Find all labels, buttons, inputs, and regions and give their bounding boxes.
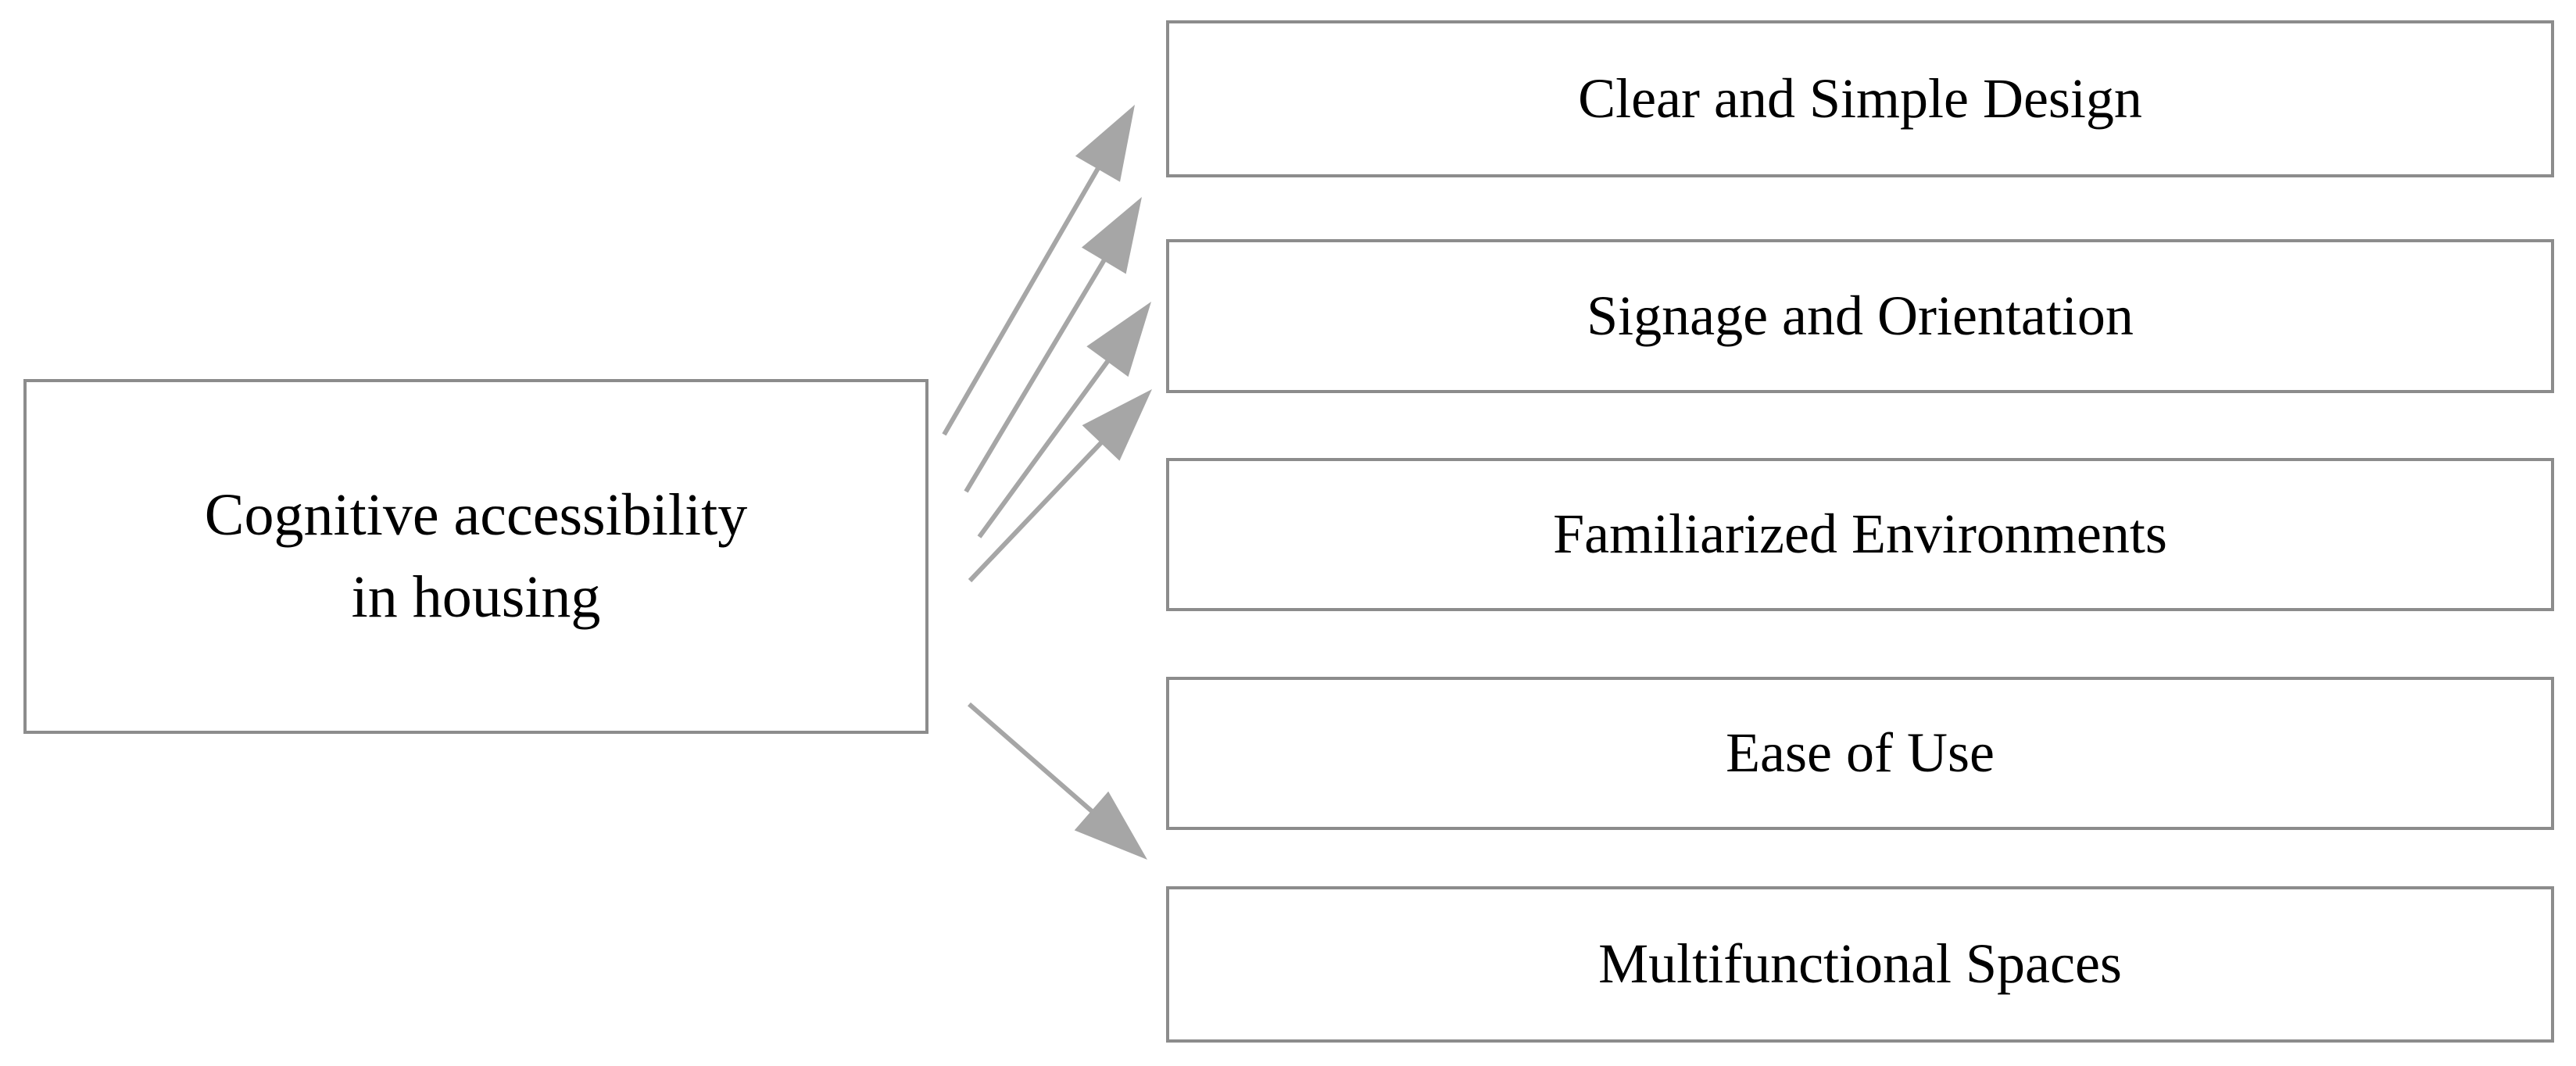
- branch-node-ease-of-use[interactable]: Ease of Use: [1166, 677, 2554, 830]
- branch-node-clear-and-simple-design[interactable]: Clear and Simple Design: [1166, 20, 2554, 177]
- branch-node-label: Ease of Use: [1726, 721, 1995, 785]
- root-node-label: Cognitive accessibility in housing: [204, 482, 748, 630]
- branch-node-label: Familiarized Environments: [1553, 503, 2167, 566]
- arrow-to-signage-and-orientation: [964, 197, 1142, 493]
- branch-node-signage-and-orientation[interactable]: Signage and Orientation: [1166, 239, 2554, 393]
- arrow-to-clear-and-simple-design-line: [942, 156, 1107, 436]
- arrow-to-familiarized-environments-line: [977, 349, 1118, 538]
- arrow-to-signage-and-orientation-head-icon: [1081, 197, 1142, 274]
- arrow-to-multifunctional-spaces-line: [968, 702, 1104, 822]
- arrow-to-multifunctional-spaces-head-icon: [1074, 791, 1147, 860]
- branch-node-label: Multifunctional Spaces: [1598, 932, 2122, 996]
- arrow-to-familiarized-environments: [977, 302, 1151, 538]
- branch-node-label: Clear and Simple Design: [1578, 66, 2142, 130]
- root-node-cognitive-accessibility[interactable]: Cognitive accessibility in housing: [23, 379, 928, 734]
- arrow-to-clear-and-simple-design: [942, 105, 1135, 436]
- arrow-to-multifunctional-spaces: [968, 702, 1147, 860]
- branch-node-familiarized-environments[interactable]: Familiarized Environments: [1166, 458, 2554, 611]
- arrow-to-ease-of-use-head-icon: [1082, 389, 1152, 461]
- branch-node-multifunctional-spaces[interactable]: Multifunctional Spaces: [1166, 886, 2554, 1043]
- arrow-to-signage-and-orientation-line: [964, 247, 1114, 493]
- arrow-to-ease-of-use: [968, 389, 1152, 583]
- branch-node-label: Signage and Orientation: [1587, 284, 2134, 347]
- arrow-to-familiarized-environments-head-icon: [1086, 302, 1151, 377]
- arrow-to-clear-and-simple-design-head-icon: [1075, 105, 1135, 182]
- arrow-to-ease-of-use-line: [968, 431, 1113, 583]
